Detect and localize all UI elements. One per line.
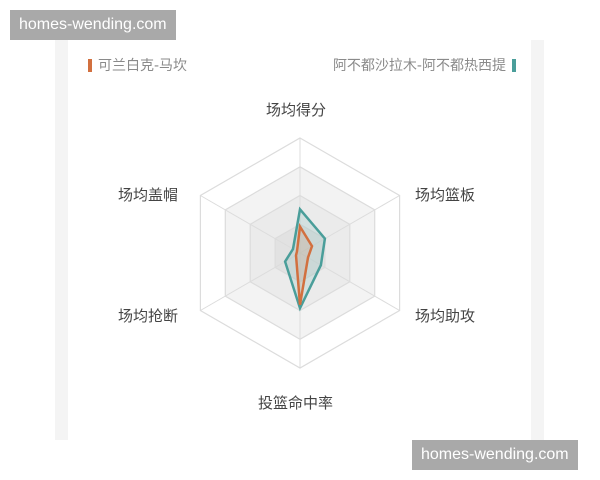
radar-spoke xyxy=(299,252,400,311)
legend-swatch-orange xyxy=(88,58,92,72)
radar-spokes xyxy=(200,138,400,368)
axis-label-steals: 场均抢断 xyxy=(118,307,179,325)
watermark-top: homes-wending.com xyxy=(10,10,176,40)
radar-series xyxy=(283,206,327,312)
radar-spoke xyxy=(299,195,400,254)
axis-label-score: 场均得分 xyxy=(266,101,327,119)
axis-label-fg-pct: 投篮命中率 xyxy=(258,394,334,412)
right-side-panel xyxy=(531,40,544,440)
left-side-panel xyxy=(55,40,68,440)
radar-series-polygon xyxy=(283,206,327,312)
radar-spoke xyxy=(200,195,301,254)
axis-label-blocks: 场均盖帽 xyxy=(118,186,179,204)
radar-spoke xyxy=(200,252,301,311)
legend-item-series-1[interactable]: 可兰白克-马坎 xyxy=(88,55,187,75)
legend-label: 阿不都沙拉木-阿不都热西提 xyxy=(332,58,506,74)
legend-item-series-2[interactable]: 阿不都沙拉木-阿不都热西提 xyxy=(333,55,516,75)
radar-series-polygon xyxy=(294,222,314,306)
axis-label-assists: 场均助攻 xyxy=(415,307,476,325)
axis-label-rebounds: 场均篮板 xyxy=(415,186,476,204)
legend-label: 可兰白克-马坎 xyxy=(98,58,188,74)
watermark-bottom: homes-wending.com xyxy=(412,440,578,470)
legend-swatch-teal xyxy=(512,58,516,72)
